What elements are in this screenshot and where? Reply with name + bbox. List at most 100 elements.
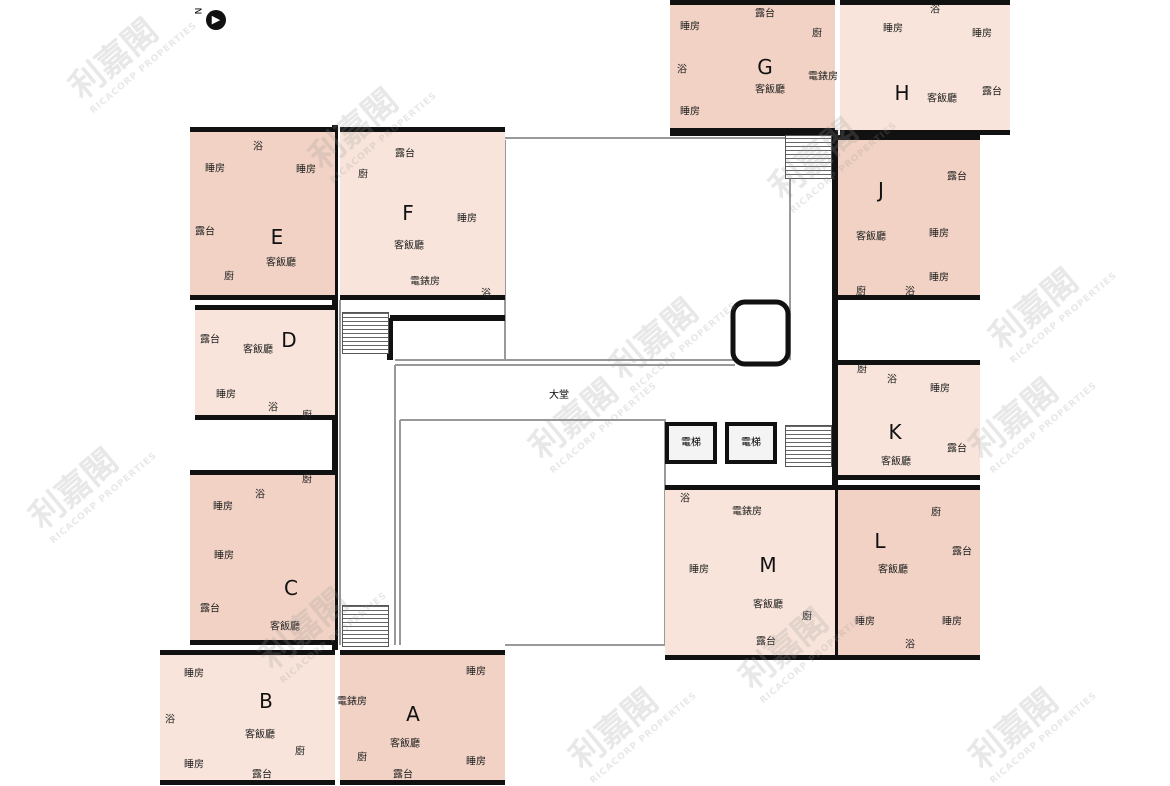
room-label: 睡房 [457,213,477,225]
unit-block [195,305,335,420]
room-label: 廚 [358,169,368,181]
room-label: 睡房 [216,389,236,401]
room-label: 睡房 [205,163,225,175]
unit-letter: H [894,81,910,105]
unit-block [160,650,335,785]
room-label: 客飯廳 [270,621,300,633]
staircase [785,135,832,179]
room-label: 睡房 [689,564,709,576]
room-label: 客飯廳 [878,564,908,576]
room-label: 廚 [802,611,812,623]
room-label: 客飯廳 [245,729,275,741]
unit-letter: E [270,225,284,249]
room-label: 客飯廳 [266,257,296,269]
room-label: 睡房 [184,759,204,771]
room-label: 露台 [393,769,413,781]
room-label: 電錶房 [732,506,762,518]
lift-label: 電梯 [681,437,701,449]
room-label: 廚 [857,364,867,376]
room-label: 廚 [302,474,312,486]
room-label: 浴 [268,402,278,414]
unit-block [190,470,335,645]
room-label: 露台 [252,769,272,781]
north-arrow-icon: ▶ [206,10,226,30]
unit-letter: D [281,328,297,352]
room-label: 電錶房 [337,696,367,708]
room-label: 露台 [947,443,967,455]
room-label: 睡房 [942,616,962,628]
room-label: 廚 [812,28,822,40]
room-label: 廚 [931,507,941,519]
staircase [342,605,389,647]
room-label: 睡房 [213,501,233,513]
lift-2: 電梯 [725,422,777,464]
room-label: 浴 [680,493,690,505]
room-label: 電錶房 [808,71,838,83]
lobby-label: 大堂 [549,390,569,401]
room-label: 浴 [165,714,175,726]
unit-block [665,485,835,660]
unit-block [340,127,505,300]
unit-letter: J [878,178,884,202]
room-label: 睡房 [214,550,234,562]
unit-letter: C [284,576,298,600]
unit-block [190,127,335,300]
room-label: 露台 [952,546,972,558]
room-label: 客飯廳 [243,344,273,356]
room-label: 浴 [481,288,491,300]
room-label: 睡房 [466,756,486,768]
lift-1: 電梯 [665,422,717,464]
unit-block [340,650,505,785]
unit-block [838,485,980,660]
room-label: 睡房 [883,23,903,35]
unit-letter: M [759,553,777,577]
room-label: 客飯廳 [390,738,420,750]
room-label: 廚 [295,746,305,758]
staircase [785,425,832,467]
unit-letter: B [259,689,273,713]
unit-letter: L [874,529,886,553]
room-label: 睡房 [680,21,700,33]
room-label: 露台 [200,334,220,346]
room-label: 廚 [224,271,234,283]
room-label: 浴 [905,639,915,651]
room-label: 露台 [756,636,776,648]
room-label: 露台 [195,226,215,238]
room-label: 浴 [887,374,897,386]
room-label: 睡房 [466,666,486,678]
room-label: 浴 [930,4,940,16]
room-label: 睡房 [930,383,950,395]
room-label: 浴 [253,141,263,153]
room-label: 客飯廳 [856,231,886,243]
unit-letter: K [888,420,902,444]
room-label: 睡房 [296,164,316,176]
unit-letter: A [406,702,420,726]
unit-block [838,135,980,300]
room-label: 浴 [677,64,687,76]
lift-label: 電梯 [741,437,761,449]
room-label: 露台 [200,603,220,615]
room-label: 露台 [755,8,775,20]
unit-block [838,360,980,480]
room-label: 睡房 [929,228,949,240]
room-label: 客飯廳 [753,599,783,611]
room-label: 睡房 [855,616,875,628]
unit-block [670,0,835,133]
room-label: 露台 [947,171,967,183]
room-label: 睡房 [929,272,949,284]
north-label: N [194,7,205,15]
room-label: 廚 [856,286,866,298]
room-label: 浴 [905,286,915,298]
room-label: 廚 [302,410,312,422]
room-label: 客飯廳 [755,84,785,96]
room-label: 露台 [395,148,415,160]
unit-letter: G [757,55,773,79]
unit-block [840,0,1010,135]
room-label: 睡房 [680,106,700,118]
room-label: 電錶房 [410,276,440,288]
room-label: 客飯廳 [881,456,911,468]
unit-letter: F [402,201,414,225]
room-label: 客飯廳 [394,240,424,252]
